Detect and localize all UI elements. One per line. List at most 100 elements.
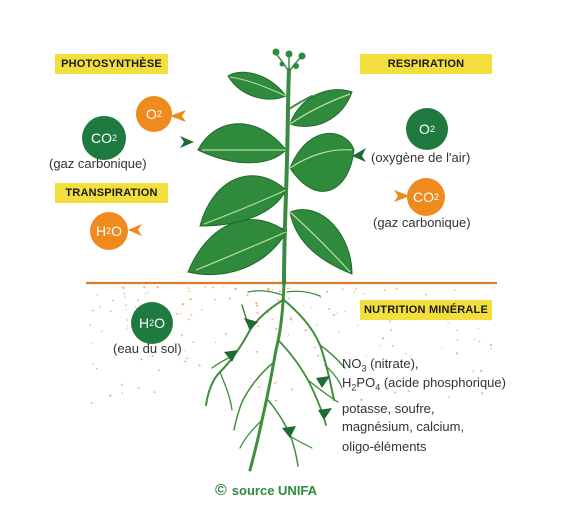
soil-dot — [126, 319, 128, 321]
soil-dot — [234, 287, 237, 291]
o2-base: O — [419, 121, 430, 137]
soil-dot — [373, 364, 375, 366]
soil-dot — [333, 313, 336, 316]
soil-dot — [273, 382, 276, 385]
soil-dot — [316, 324, 318, 326]
soil-dot — [477, 327, 480, 330]
co2-base: CO — [412, 189, 434, 205]
soil-dot — [360, 398, 363, 401]
co2-sub: 2 — [433, 192, 439, 202]
nutrient-nitrate: NO3 (nitrate), — [342, 355, 419, 378]
soil-dot — [405, 352, 407, 355]
soil-dot — [125, 308, 127, 311]
soil-dot — [201, 308, 203, 311]
soil-dot — [122, 286, 125, 289]
soil-dot — [186, 357, 189, 360]
soil-dot — [407, 390, 410, 393]
soil-dot — [147, 291, 150, 294]
soil-dot — [187, 287, 190, 289]
soil-dot — [393, 367, 395, 369]
o2-sub: 2 — [156, 109, 162, 119]
soil-dot — [288, 297, 291, 300]
soil-dot — [181, 303, 184, 306]
soil-dot — [157, 369, 160, 372]
soil-dot — [290, 388, 294, 391]
soil-dot — [491, 378, 494, 381]
soil-dot — [122, 287, 125, 290]
soil-dot — [267, 287, 270, 291]
soil-dot — [144, 293, 146, 295]
soil-dot — [256, 311, 259, 314]
soil-dot — [91, 309, 94, 312]
co2-base: CO — [90, 130, 112, 146]
soil-dot — [338, 331, 340, 333]
soil-dot — [95, 367, 98, 370]
soil-dot — [275, 327, 278, 330]
soil-dot — [123, 292, 126, 295]
soil-dot — [481, 392, 484, 395]
soil-dot — [187, 318, 190, 321]
soil-dot — [271, 288, 274, 291]
soil-dot — [304, 329, 307, 332]
soil-dot — [455, 352, 459, 355]
soil-dot — [176, 312, 179, 316]
soil-dot — [310, 306, 313, 309]
soil-dot — [287, 333, 290, 336]
soil-dot — [473, 338, 475, 341]
soil-dot — [319, 296, 322, 299]
o2-respiration-caption: (oxygène de l'air) — [371, 150, 471, 165]
soil-dot — [214, 298, 217, 301]
soil-dot — [183, 360, 186, 362]
soil-dot — [395, 287, 398, 290]
respiration-banner: RESPIRATION — [360, 54, 492, 74]
h2o-soil-caption: (eau du sol) — [113, 341, 182, 356]
soil-dot — [256, 350, 258, 353]
co2-respiration-caption: (gaz carbonique) — [373, 215, 471, 230]
soil-dot — [409, 355, 411, 357]
soil-dot — [341, 288, 344, 291]
soil-dot — [328, 307, 331, 310]
soil-dot — [192, 341, 195, 344]
no3-text: (nitrate), — [366, 356, 419, 371]
soil-dot — [212, 286, 215, 289]
soil-dot — [224, 333, 227, 335]
nutrition-banner: NUTRITION MINÉRALE — [360, 300, 492, 320]
soil-dot — [271, 318, 274, 320]
soil-dot — [355, 288, 358, 290]
soil-dot — [317, 354, 320, 357]
soil-dot — [493, 286, 496, 288]
o2-sub: 2 — [429, 124, 435, 134]
h2o-o: O — [154, 315, 166, 331]
soil-dot — [198, 364, 201, 367]
soil-dot — [478, 340, 481, 343]
soil-dot — [425, 377, 428, 379]
soil-dot — [363, 293, 365, 295]
soil-dot — [140, 358, 143, 361]
soil-dot — [303, 305, 305, 307]
soil-dot — [480, 369, 483, 372]
soil-dot — [394, 391, 397, 394]
photosynthese-banner: PHOTOSYNTHÈSE — [55, 54, 168, 74]
soil-dot — [223, 286, 225, 289]
soil-dot — [185, 360, 187, 363]
h2o-h: H — [138, 315, 150, 331]
nutrient-phosphate: H2PO4 (acide phosphorique) — [342, 374, 506, 397]
soil-dot — [357, 324, 359, 327]
soil-dot — [184, 349, 186, 352]
leaves — [187, 48, 355, 276]
soil-dot — [489, 343, 492, 347]
soil-dot — [137, 387, 140, 390]
soil-dot — [249, 377, 252, 379]
soil-dot — [126, 325, 129, 327]
soil-dot — [189, 298, 192, 301]
soil-dot — [257, 386, 260, 389]
co2-sub: 2 — [111, 133, 117, 143]
h2po4-text: (acide phosphorique) — [380, 375, 506, 390]
